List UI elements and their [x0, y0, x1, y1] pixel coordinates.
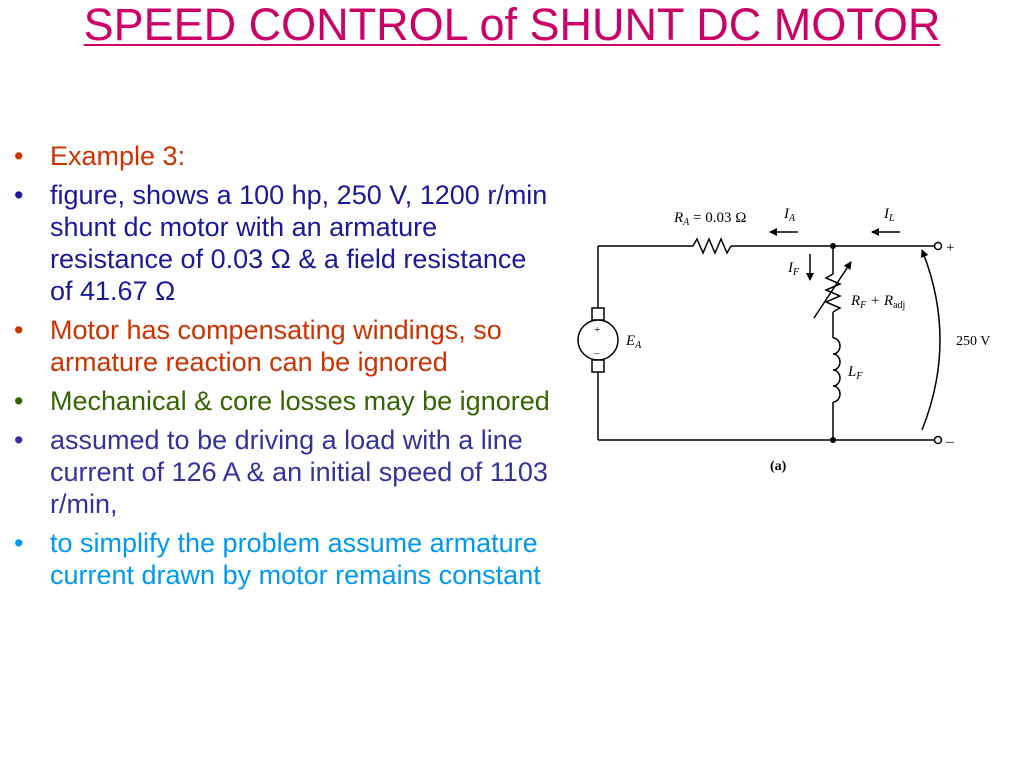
motor-top-brush	[591, 307, 605, 321]
shunt-motor-circuit-diagram: RA = 0.03 Ω IA IL IF RF + Radj LF EA + –…	[577, 206, 990, 474]
bullet-text: Mechanical & core losses may be ignored	[50, 386, 550, 416]
motor-bottom-brush	[591, 359, 605, 373]
bullet-text: Example 3:	[50, 141, 186, 171]
diagram-caption: (a)	[770, 459, 787, 474]
bullet-list: • Example 3: • figure, shows a 100 hp, 250…	[12, 140, 552, 598]
ea-label: EA	[625, 333, 642, 351]
bullet-text: Motor has compensating windings, so arma…	[50, 315, 502, 377]
rf-radj-label: RF + Radj	[850, 293, 905, 311]
bullet-item: • assumed to be driving a load with a lin…	[12, 424, 552, 520]
field-coil-symbol	[832, 337, 841, 403]
voltage-arc-arrow	[920, 249, 941, 431]
il-label: IL	[883, 206, 895, 224]
node-bottom	[830, 437, 836, 443]
motor-plus-label: +	[594, 324, 600, 336]
bullet-dot: •	[14, 315, 24, 345]
bullet-dot: •	[14, 425, 24, 455]
bullet-dot: •	[14, 180, 24, 210]
terminal-plus-label: +	[946, 240, 954, 256]
positive-terminal	[933, 241, 943, 251]
terminal-minus-label: –	[945, 434, 954, 450]
voltage-label: 250 V	[956, 334, 990, 349]
lf-label: LF	[847, 364, 863, 382]
bullet-item: • figure, shows a 100 hp, 250 V, 1200 r/m…	[12, 179, 552, 307]
ia-label: IA	[783, 206, 796, 224]
motor-minus-label: –	[593, 347, 600, 359]
bullet-dot: •	[14, 141, 24, 171]
bullet-dot: •	[14, 386, 24, 416]
rheostat-arrow	[813, 261, 852, 319]
ra-label: RA = 0.03 Ω	[673, 210, 746, 228]
bullet-text: figure, shows a 100 hp, 250 V, 1200 r/mi…	[50, 180, 548, 306]
bullet-item: • Example 3:	[12, 140, 552, 172]
bullet-text: assumed to be driving a load with a line…	[50, 425, 548, 519]
bullet-item: • Mechanical & core losses may be ignored	[12, 385, 552, 417]
bullet-item: • Motor has compensating windings, so arm…	[12, 314, 552, 378]
negative-terminal	[933, 435, 943, 445]
armature-resistor-symbol	[692, 237, 732, 255]
if-label: IF	[787, 260, 800, 278]
bullet-text: to simplify the problem assume armature …	[50, 528, 541, 590]
node-top	[830, 243, 836, 249]
field-resistor-symbol	[824, 273, 842, 313]
slide-title: SPEED CONTROL of SHUNT DC MOTOR	[83, 0, 941, 50]
bullet-item: • to simplify the problem assume armature…	[12, 527, 552, 591]
bullet-dot: •	[14, 528, 24, 558]
